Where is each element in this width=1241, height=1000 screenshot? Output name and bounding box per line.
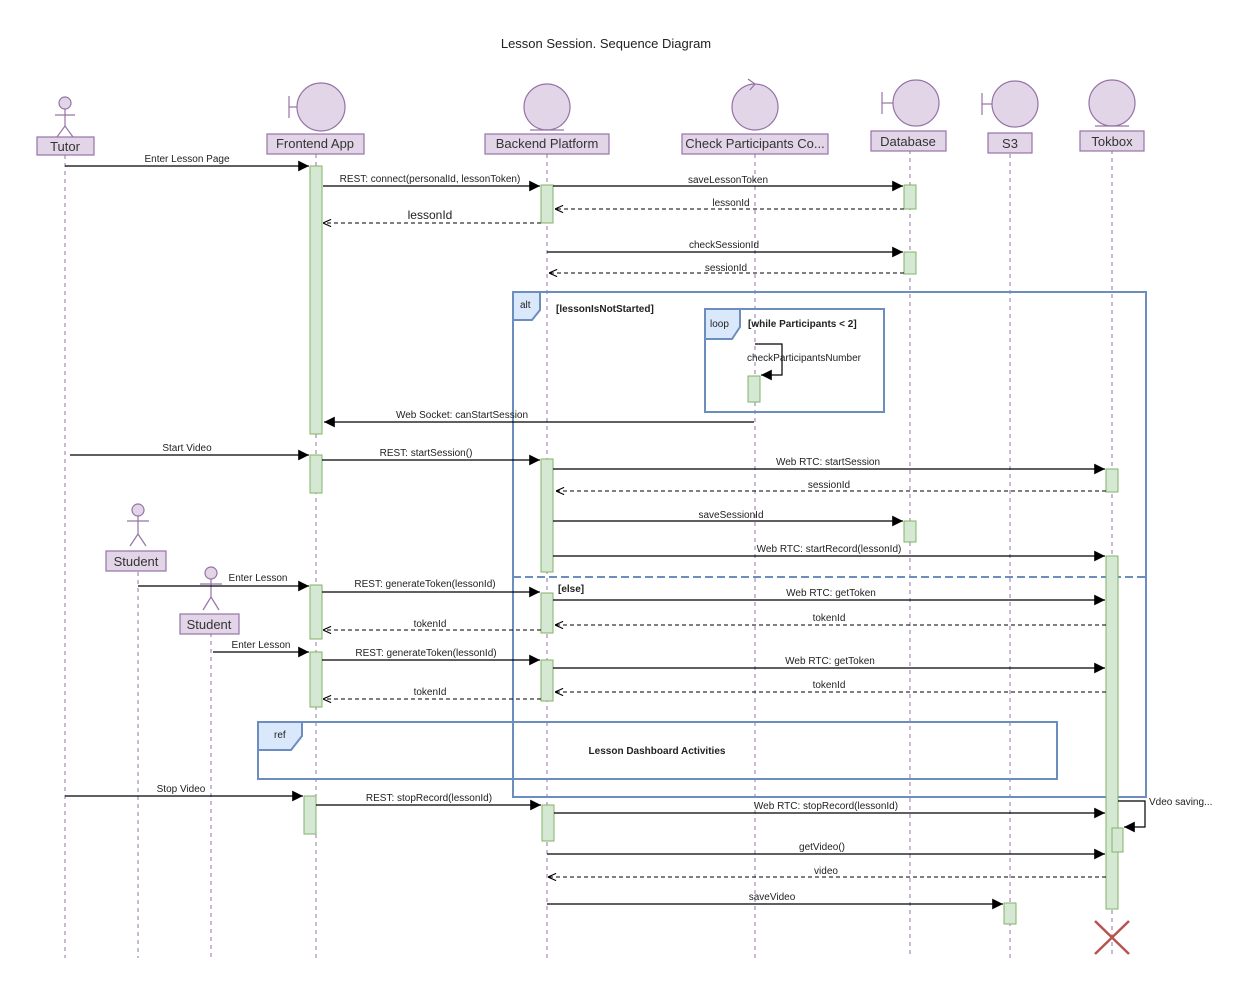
msg-label: tokenId	[414, 619, 447, 630]
activation-frontend-4	[309, 651, 323, 708]
activation-s3-1	[1003, 902, 1017, 925]
msg-label: video	[814, 866, 838, 877]
diagram-title: Lesson Session. Sequence Diagram	[501, 36, 711, 51]
control-icon-checker	[681, 78, 829, 155]
msg-label: REST: startSession()	[380, 448, 473, 459]
msg-label: tokenId	[813, 680, 846, 691]
actor-student1	[105, 503, 167, 572]
ref-text: Lesson Dashboard Activities	[589, 746, 726, 757]
msg-label: Enter Lesson	[229, 573, 288, 584]
sync-message-lines	[65, 160, 1105, 910]
activation-frontend-2	[309, 454, 323, 494]
entity-icon-backend	[484, 83, 610, 155]
participant-label-s3: S3	[1002, 136, 1018, 151]
entity-icon-tokbox	[1079, 79, 1145, 152]
msg-label: Start Video	[162, 443, 212, 454]
msg-label: Web RTC: startSession	[776, 457, 880, 468]
activation-backend-1	[540, 184, 554, 224]
msg-label: checkSessionId	[689, 240, 759, 251]
alt-tag: alt	[520, 300, 531, 311]
msg-label: lessonId	[712, 198, 749, 209]
participant-label-frontend: Frontend App	[276, 136, 354, 151]
msg-label: tokenId	[813, 613, 846, 624]
loop-tag: loop	[710, 319, 729, 330]
msg-label: sessionId	[808, 480, 850, 491]
activation-tokbox-3	[1111, 827, 1124, 853]
msg-label: REST: stopRecord(lessonId)	[366, 793, 492, 804]
activation-frontend-1	[309, 165, 323, 435]
actor-student2	[179, 566, 240, 635]
actor-tutor	[36, 96, 95, 156]
activation-frontend-5	[303, 795, 317, 835]
self-message-lines	[755, 343, 1146, 833]
alt-fragment	[512, 291, 1147, 798]
participant-label-backend: Backend Platform	[496, 136, 599, 151]
ref-tag: ref	[274, 730, 286, 741]
loop-fragment	[704, 308, 885, 413]
msg-label: REST: generateToken(lessonId)	[355, 648, 496, 659]
message-labels: Enter Lesson Page REST: connect(personal…	[144, 154, 1212, 903]
msg-label: Web RTC: startRecord(lessonId)	[757, 544, 902, 555]
msg-label: Vdeo saving...	[1149, 797, 1212, 808]
ref-fragment	[257, 721, 1058, 780]
activation-backend-2	[540, 458, 554, 573]
activation-database-1	[903, 184, 917, 210]
participant-label-tokbox: Tokbox	[1091, 134, 1133, 149]
activation-tokbox-1	[1105, 468, 1119, 493]
activation-tokbox-2	[1105, 555, 1119, 910]
msg-label: Enter Lesson Page	[144, 154, 229, 165]
loop-guard: [while Participants < 2]	[748, 319, 857, 330]
msg-label: tokenId	[414, 687, 447, 698]
boundary-icon-database	[870, 79, 947, 152]
msg-label: Web RTC: getToken	[786, 588, 876, 599]
activation-database-2	[903, 251, 917, 275]
msg-label: Web RTC: getToken	[785, 656, 875, 667]
msg-label: REST: generateToken(lessonId)	[354, 579, 495, 590]
msg-label: checkParticipantsNumber	[747, 353, 862, 364]
alt-guard: [lessonIsNotStarted]	[556, 304, 654, 315]
msg-label: Web RTC: stopRecord(lessonId)	[754, 801, 898, 812]
msg-label: Web Socket: canStartSession	[396, 410, 528, 421]
activation-backend-4	[540, 659, 554, 702]
activation-backend-5	[541, 804, 555, 842]
boundary-icon-frontend	[266, 82, 365, 155]
msg-label: lessonId	[408, 208, 453, 222]
return-message-lines	[323, 209, 1106, 877]
participant-label-student2: Student	[187, 617, 232, 632]
msg-label: saveVideo	[749, 892, 796, 903]
activation-database-3	[903, 520, 917, 543]
msg-label: sessionId	[705, 263, 747, 274]
else-guard: [else]	[558, 584, 584, 595]
lifelines	[64, 150, 1113, 958]
msg-label: REST: connect(personalId, lessonToken)	[340, 174, 521, 185]
activation-checker-1	[747, 375, 761, 403]
boundary-icon-s3	[981, 80, 1039, 154]
msg-label: Enter Lesson	[232, 640, 291, 651]
destroy-icon	[1094, 920, 1130, 955]
participant-label-database: Database	[880, 134, 936, 149]
msg-label: saveLessonToken	[688, 175, 768, 186]
msg-label: getVideo()	[799, 842, 845, 853]
activation-frontend-3	[309, 584, 323, 640]
participant-label-checker: Check Participants Co...	[685, 136, 824, 151]
activation-bars	[303, 165, 1124, 925]
msg-label: Stop Video	[157, 784, 206, 795]
participant-label-student1: Student	[114, 554, 159, 569]
msg-label: saveSessionId	[698, 510, 763, 521]
participant-label-tutor: Tutor	[50, 139, 81, 154]
activation-backend-3	[540, 592, 554, 634]
